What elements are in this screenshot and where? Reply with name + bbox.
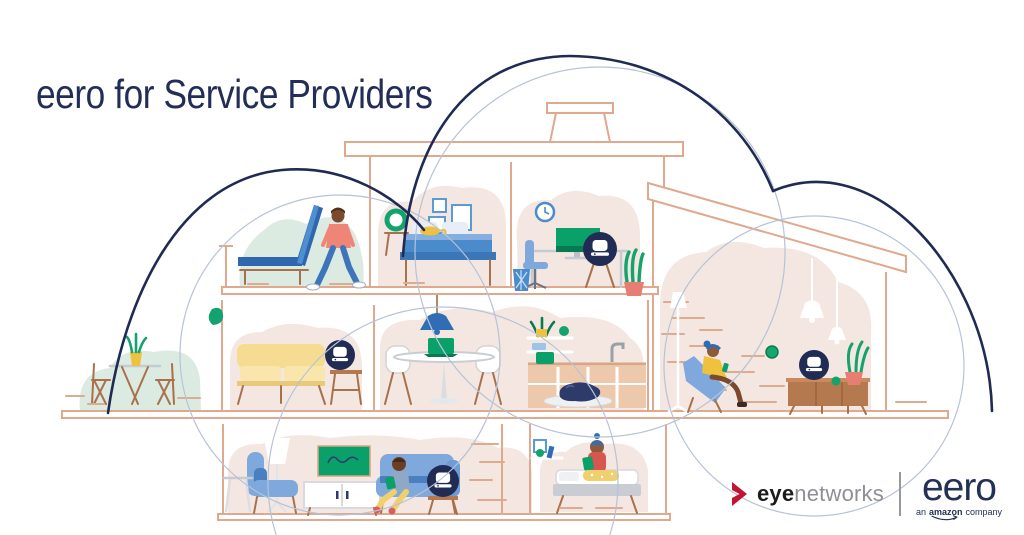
bistro-table (108, 332, 162, 405)
lounge-room (238, 205, 366, 291)
slanted-roof (647, 181, 907, 274)
eero-device-office (583, 232, 617, 288)
leaf-icon (208, 307, 224, 325)
chimney-cap (546, 102, 614, 114)
faucet (610, 342, 625, 362)
dining-chair (384, 345, 412, 405)
basement-floor-slab (217, 513, 671, 521)
trash-bin (513, 269, 530, 291)
potted-plant (845, 340, 870, 385)
amazon-smile-icon (931, 515, 958, 521)
eero-device-living-room (325, 340, 355, 370)
page-title: eero for Service Providers (36, 71, 433, 118)
coverage-ring (267, 306, 619, 535)
reading-kid-on-bed (582, 433, 619, 481)
pendant-lamp (800, 258, 824, 323)
eero-device-icon (805, 356, 823, 372)
patio (65, 332, 201, 405)
coverage-rings (179, 66, 965, 535)
chimney-body (548, 112, 612, 143)
tv-console (303, 481, 381, 516)
lounge-chair (683, 356, 726, 403)
picture-frame (432, 198, 447, 213)
side-table (330, 370, 362, 405)
patio-chair (91, 363, 111, 405)
reading-kid (373, 457, 410, 515)
house-structure (61, 102, 949, 521)
wall-tv (317, 445, 371, 477)
yellow-sofa (237, 344, 326, 405)
media-console (786, 378, 870, 415)
basement-living-room (222, 438, 507, 516)
coverage-ring (663, 215, 965, 517)
eyenetworks-chevron-icon (731, 482, 747, 507)
eero-device-icon (591, 240, 609, 256)
office-chair (523, 240, 548, 289)
kids-bedroom (530, 433, 641, 514)
patio-chair (155, 363, 175, 405)
eyenetworks-logo: eyenetworks (730, 481, 884, 507)
eyenetworks-word-eye: eye (756, 481, 795, 507)
home-office (513, 201, 645, 296)
walking-man (306, 207, 366, 291)
cat (420, 226, 440, 236)
blue-book (546, 445, 555, 459)
eero-tagline: an amazon company (915, 507, 1002, 521)
floor-lamp (667, 292, 689, 414)
green-canister (536, 352, 554, 364)
chaise-back-edge (297, 205, 319, 264)
eero-device-basement (427, 465, 459, 515)
eero-device-icon (331, 346, 349, 362)
tagline-company: company (965, 507, 1002, 517)
green-ball (831, 376, 841, 386)
ground-slab (61, 410, 949, 419)
flat-roof (344, 141, 684, 157)
brand-bar: eyenetworks eero an amazon company (730, 465, 1002, 521)
living-room (237, 340, 362, 405)
tagline-an: an (915, 507, 926, 517)
eero-wordmark: eero (921, 465, 997, 509)
eero-logo: eero an amazon company (915, 465, 1002, 521)
tv-screen (317, 445, 371, 477)
chaise-seat (238, 257, 302, 266)
wifi-dome-left (106, 168, 426, 415)
tagline-amazon: amazon (928, 507, 963, 521)
wifi-dome-center (401, 54, 775, 258)
eero-device-icon (434, 472, 452, 488)
coverage-ring (179, 194, 501, 516)
wifi-domes (106, 54, 994, 415)
blue-armchair (247, 452, 298, 514)
kitchen-dining (384, 295, 646, 408)
eero-device-media-room (799, 350, 829, 380)
potted-plant (624, 248, 645, 296)
round-mirror (384, 208, 408, 232)
wifi-dome-right (771, 180, 994, 413)
coverage-ring (414, 66, 786, 438)
tagline-amazon-text: amazon (928, 507, 963, 517)
green-ball (536, 449, 544, 457)
green-ball (765, 345, 779, 359)
eyenetworks-word-networks: networks (794, 481, 884, 507)
pendant-lamp (828, 272, 846, 345)
media-room (661, 258, 927, 415)
eyenetworks-wordmark: eyenetworks (757, 481, 884, 507)
pendant-lamp-blue (420, 295, 454, 335)
logo-divider (898, 472, 901, 517)
floor-lamp (264, 438, 290, 513)
upper-floor-slab (221, 286, 659, 295)
